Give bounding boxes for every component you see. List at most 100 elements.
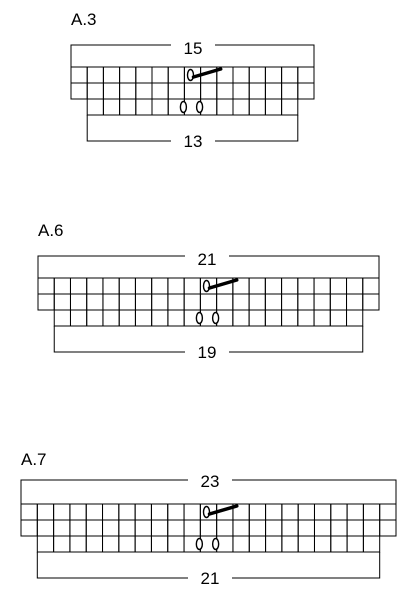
grid-cell: [297, 535, 315, 553]
grid-cell: [134, 309, 153, 327]
grid-cell: [86, 309, 104, 327]
grid-cell: [102, 277, 120, 295]
chart-a7: A.7 23 21: [20, 450, 397, 588]
grid-cell: [329, 293, 348, 311]
grid-cell: [265, 503, 283, 521]
yarn-over-symbol: [186, 68, 195, 82]
grid-cell: [135, 82, 153, 100]
grid-cell: [248, 535, 267, 553]
chart-a6: A.6 21 19: [37, 221, 380, 362]
grid-cell: [265, 535, 283, 553]
grid-cell: [85, 535, 104, 553]
grid-cell: [86, 293, 104, 311]
grid-cell: [281, 535, 299, 553]
grid-cell: [297, 309, 315, 327]
grid-cell: [346, 503, 364, 521]
grid-cell: [36, 519, 55, 537]
grid-cell: [330, 503, 348, 521]
grid-cell: [151, 309, 169, 327]
grid-cell: [248, 519, 267, 537]
grid-cell: [264, 66, 283, 84]
grid-cell: [151, 98, 169, 116]
yarn-over-symbol: [211, 537, 220, 551]
grid-cell: [150, 535, 169, 553]
chart-label: A.7: [21, 450, 47, 469]
grid-cell: [297, 293, 315, 311]
grid-cell: [199, 293, 218, 311]
grid-cell: [118, 309, 136, 327]
grid-cell: [102, 519, 120, 537]
grid-cell: [264, 293, 283, 311]
grid-cell: [216, 519, 234, 537]
grid-cell: [102, 535, 120, 553]
grid-cell: [232, 82, 250, 100]
bottom-bracket: [36, 552, 381, 579]
grid-cell: [102, 66, 121, 84]
grid-cell: [248, 82, 266, 100]
grid-cell: [119, 82, 137, 100]
top-bracket: [37, 255, 380, 278]
grid-cell: [281, 66, 299, 84]
grid-cell: [232, 98, 250, 116]
grid-cell: [216, 82, 234, 100]
grid-cell: [297, 277, 315, 295]
grid-cell: [53, 293, 71, 311]
decrease-symbol: [207, 504, 239, 516]
grid-cell: [346, 309, 364, 327]
grid-cell: [199, 519, 218, 537]
grid-cell: [183, 82, 202, 100]
grid-cell: [362, 277, 380, 295]
top-stitch-count: 23: [201, 472, 220, 491]
grid-cell: [313, 309, 331, 327]
yarn-over-symbol: [179, 100, 188, 114]
grid-cell: [248, 66, 266, 84]
grid-cell: [102, 309, 120, 327]
grid-cell: [329, 309, 348, 327]
grid-cell: [265, 519, 283, 537]
yarn-over-symbol: [195, 311, 204, 325]
grid-cell: [379, 519, 397, 537]
bottom-bracket: [53, 326, 364, 353]
grid-cell: [281, 277, 299, 295]
grid-cell: [232, 535, 250, 553]
grid-cell: [102, 82, 121, 100]
decrease-symbol: [207, 278, 239, 290]
top-bracket: [70, 44, 315, 67]
chart-label: A.3: [71, 10, 97, 29]
grid-cell: [183, 293, 201, 311]
grid-cell: [281, 98, 299, 116]
grid-cell: [69, 293, 88, 311]
yarn-over-symbol: [195, 100, 204, 114]
grid-cell: [102, 98, 121, 116]
grid-cell: [313, 503, 332, 521]
grid-cell: [248, 98, 266, 116]
grid-cell: [69, 309, 88, 327]
grid-cell: [36, 535, 55, 553]
grid-cell: [167, 66, 185, 84]
grid-cell: [167, 293, 185, 311]
grid-cell: [134, 293, 153, 311]
bottom-stitch-count: 13: [184, 132, 203, 151]
grid-cell: [134, 277, 153, 295]
grid-cell: [313, 277, 331, 295]
grid-cell: [362, 503, 381, 521]
grid-cell: [200, 82, 218, 100]
grid-cell: [248, 503, 267, 521]
grid-cell: [313, 293, 331, 311]
grid-cell: [362, 535, 381, 553]
grid-cell: [119, 66, 137, 84]
grid-cell: [70, 66, 88, 84]
grid-cell: [86, 82, 104, 100]
bottom-stitch-count: 21: [201, 569, 220, 588]
grid-cell: [362, 293, 380, 311]
chart-a3: A.3 15 13: [70, 10, 315, 151]
grid-cell: [248, 293, 266, 311]
grid-cell: [118, 519, 136, 537]
chart-label: A.6: [38, 221, 64, 240]
grid-cell: [85, 503, 104, 521]
grid-cell: [167, 503, 185, 521]
grid-cell: [118, 535, 136, 553]
grid-cell: [53, 503, 71, 521]
grid-cell: [37, 277, 55, 295]
